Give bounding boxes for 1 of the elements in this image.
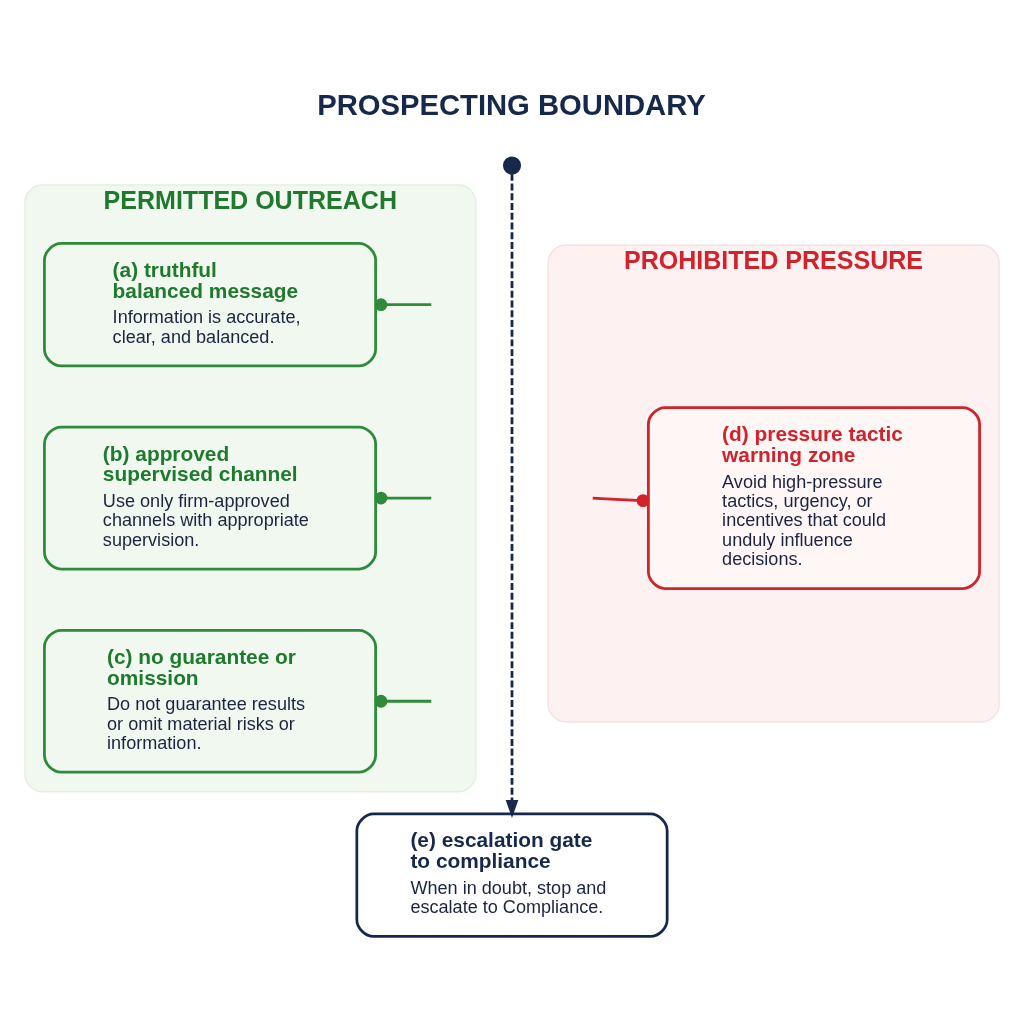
diagram-title: PROSPECTING BOUNDARY (317, 89, 706, 122)
